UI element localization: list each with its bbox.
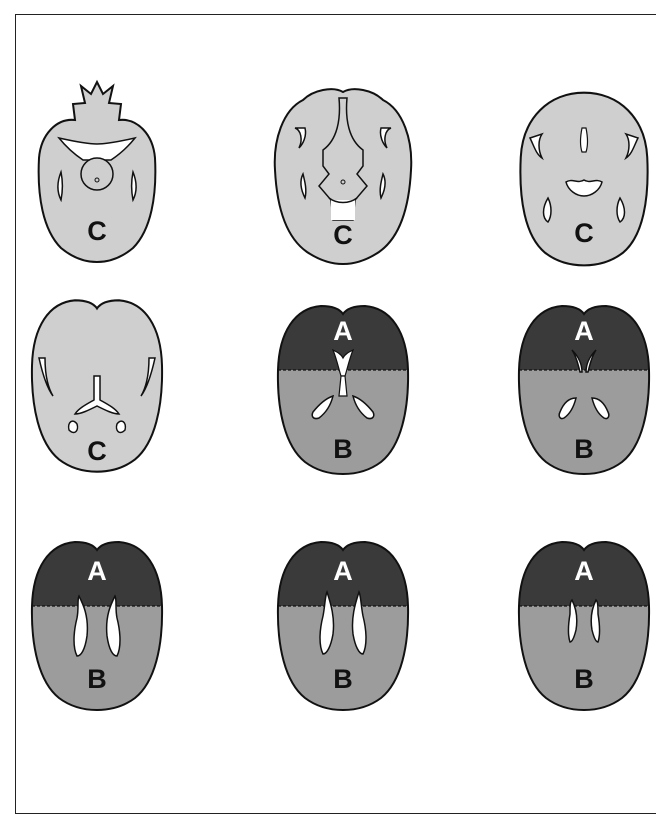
label-b: B: [333, 434, 353, 464]
label-a: A: [574, 556, 594, 586]
label-c: C: [574, 218, 594, 248]
slice-r1c3: C: [520, 93, 647, 266]
slice-r2c3: A B: [504, 290, 656, 490]
slice-r2c2: A B: [263, 290, 423, 490]
label-c: C: [87, 436, 107, 466]
slice-r2c1: C: [32, 300, 162, 471]
slice-r1c2: C: [275, 89, 412, 264]
slice-r3c2: A B: [263, 526, 423, 726]
slice-r3c3: A B: [504, 526, 656, 726]
slice-r3c1: A B: [17, 526, 177, 726]
label-c: C: [87, 216, 107, 246]
label-a: A: [333, 556, 353, 586]
label-b: B: [333, 664, 353, 694]
label-b: B: [87, 664, 107, 694]
label-a: A: [87, 556, 107, 586]
slice-r1c1: C: [39, 82, 156, 262]
label-b: B: [574, 664, 594, 694]
label-c: C: [333, 220, 353, 250]
label-a: A: [333, 316, 353, 346]
label-a: A: [574, 316, 594, 346]
label-b: B: [574, 434, 594, 464]
